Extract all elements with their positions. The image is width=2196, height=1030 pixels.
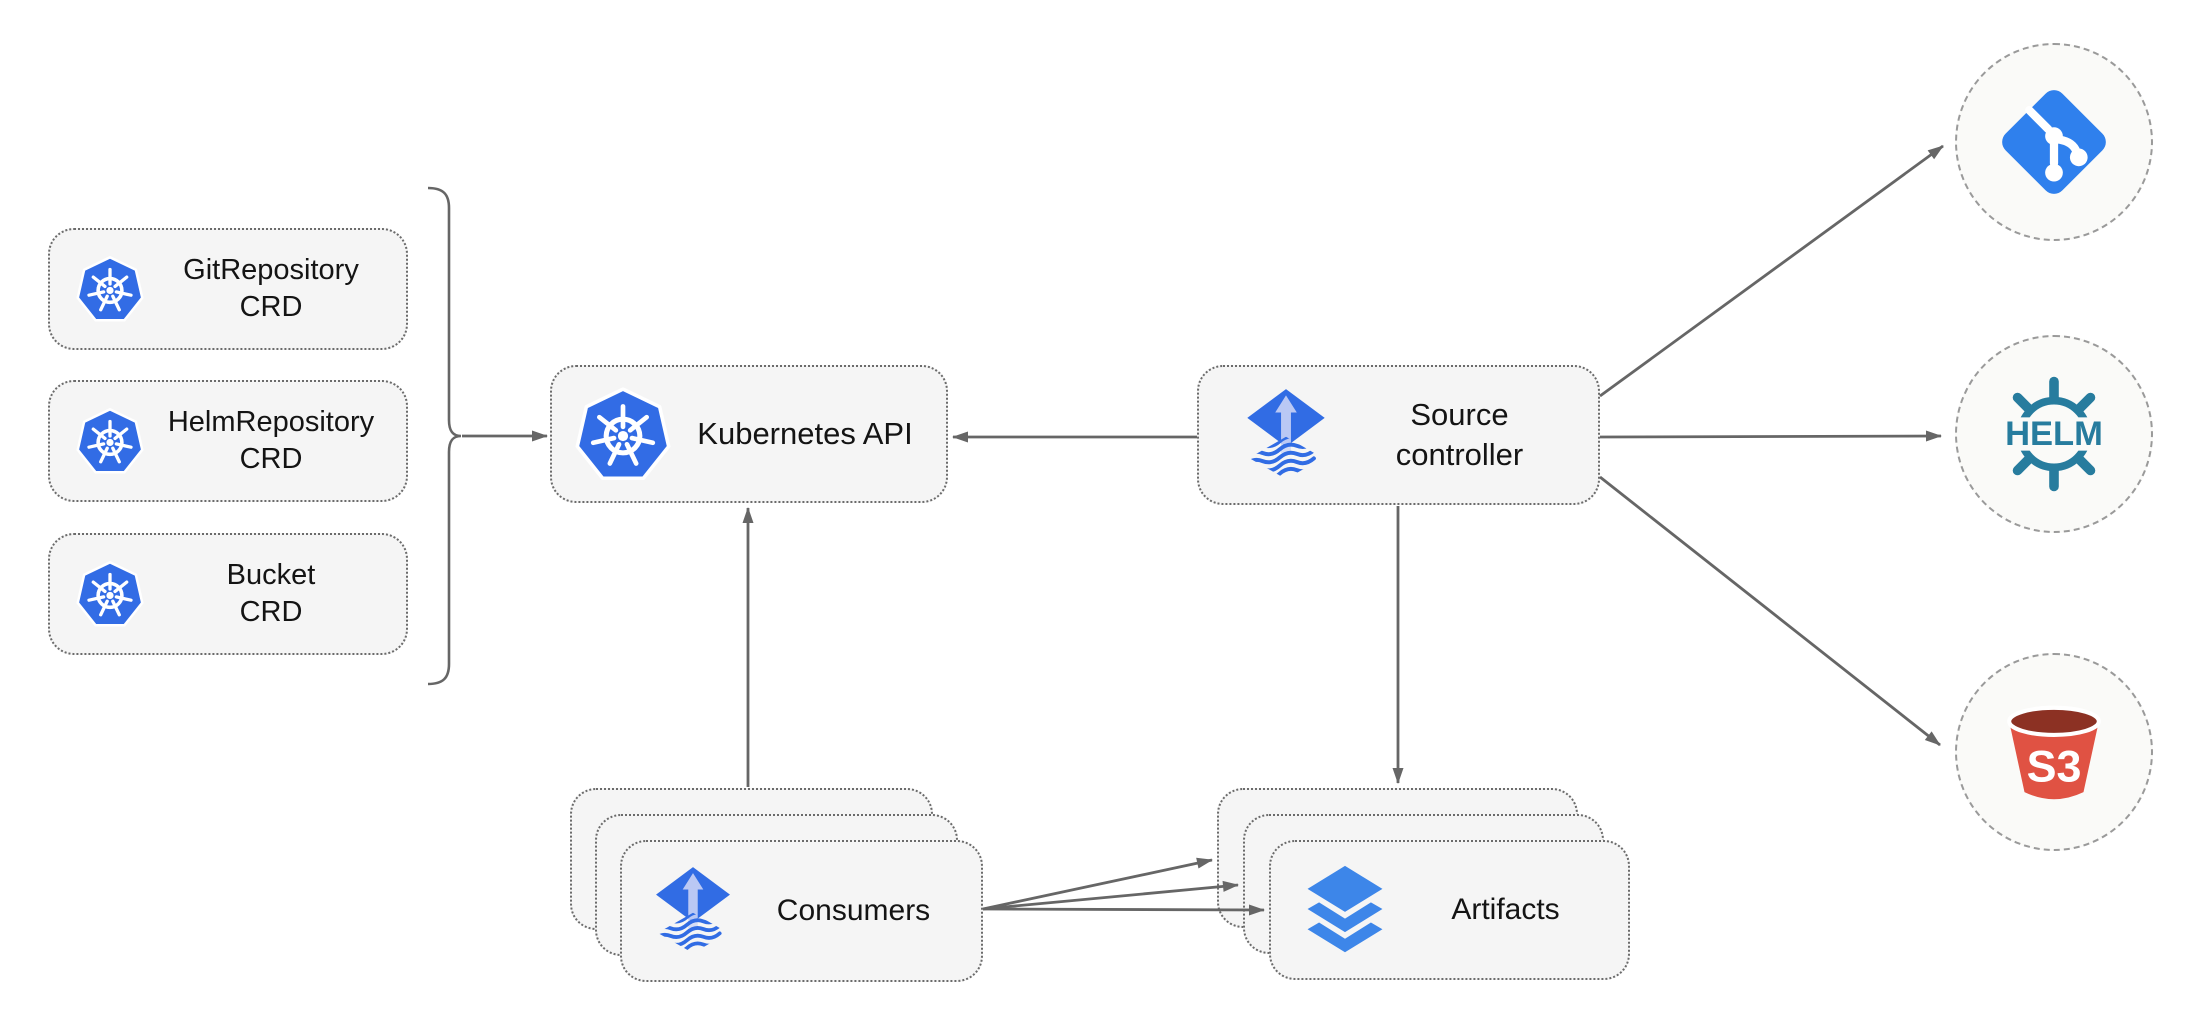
node-kubernetes-api: Kubernetes API <box>550 365 948 503</box>
node-label: Source controller <box>1395 397 1524 472</box>
node-bucket-crd: Bucket CRD <box>48 533 408 655</box>
kubernetes-icon <box>74 558 146 630</box>
s3-wordmark: S3 <box>2027 741 2082 792</box>
flux-icon <box>650 866 736 956</box>
crd-group-bracket <box>427 186 462 686</box>
node-helmrepository-crd: HelmRepository CRD <box>48 380 408 502</box>
layers-icon <box>1297 860 1393 960</box>
node-label: Bucket CRD <box>226 558 316 628</box>
helm-wordmark: HELM <box>2005 415 2103 453</box>
edge-consumers-to-artifacts-1 <box>982 857 1213 911</box>
node-source-controller: Source controller <box>1197 365 1600 505</box>
node-helm-remote: HELM <box>1955 335 2153 533</box>
edge-consumers-to-artifacts-2 <box>982 880 1239 911</box>
node-label: HelmRepository CRD <box>167 405 375 475</box>
edge-source-controller-to-s3-remote <box>1599 475 1941 747</box>
node-s3-remote: S3 <box>1955 653 2153 851</box>
kubernetes-icon <box>572 383 674 485</box>
node-label: Artifacts <box>1451 892 1560 926</box>
node-label: Consumers <box>776 893 931 927</box>
kubernetes-icon <box>74 253 146 325</box>
node-consumers: Consumers <box>620 840 983 982</box>
s3-icon: S3 <box>1995 693 2113 811</box>
kubernetes-icon <box>74 405 146 477</box>
helm-icon: HELM <box>1990 370 2118 498</box>
node-label: GitRepository CRD <box>183 253 359 323</box>
git-icon <box>1995 83 2113 201</box>
edge-source-controller-to-helm-remote <box>1599 430 1942 442</box>
node-label: Kubernetes API <box>697 416 913 452</box>
flux-icon <box>1241 388 1331 482</box>
edge-source-controller-to-git-remote <box>1599 144 1944 398</box>
node-git-remote <box>1955 43 2153 241</box>
node-gitrepository-crd: GitRepository CRD <box>48 228 408 350</box>
node-artifacts: Artifacts <box>1269 840 1630 980</box>
